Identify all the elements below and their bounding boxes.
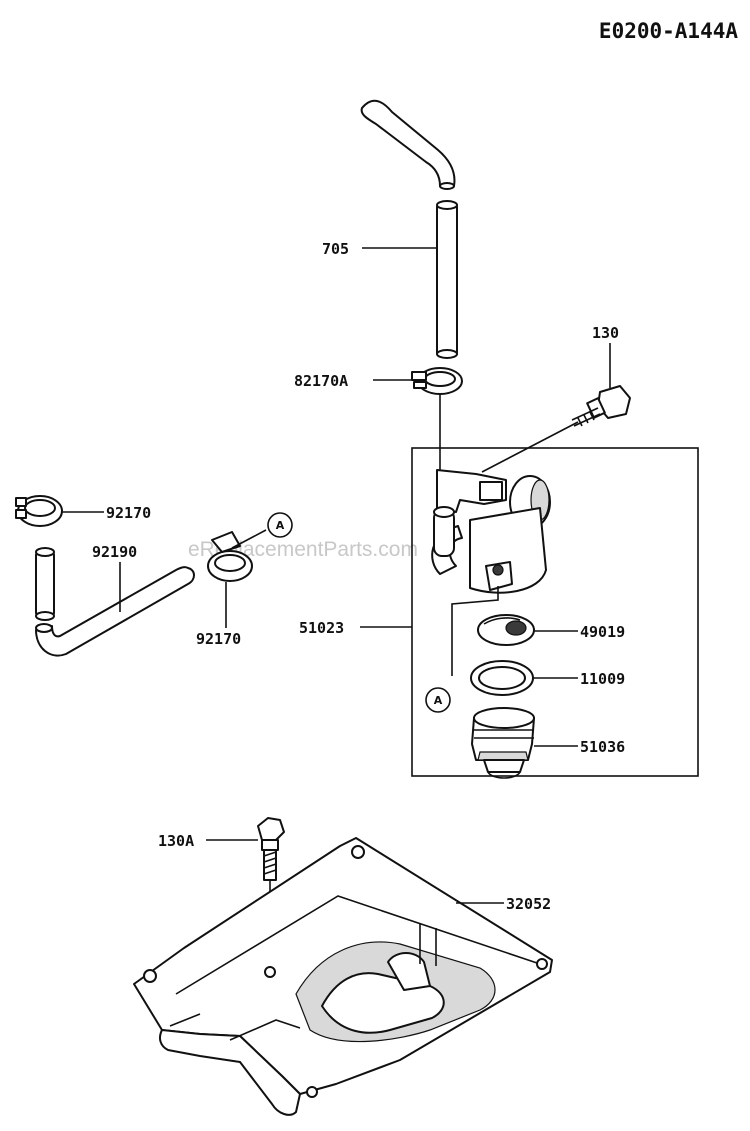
label-82170A[interactable]: 82170A	[294, 372, 348, 390]
base-plate-32052[interactable]	[133, 837, 553, 1116]
label-705[interactable]: 705	[322, 240, 349, 258]
label-92170-top[interactable]: 92170	[106, 504, 151, 522]
label-130[interactable]: 130	[592, 324, 619, 342]
filter-collar-49019[interactable]	[477, 614, 535, 646]
fuel-cock-body[interactable]	[431, 469, 551, 676]
label-51036[interactable]: 51036	[580, 738, 625, 756]
bolt-130[interactable]	[571, 385, 631, 427]
svg-text:A: A	[276, 519, 285, 532]
label-92170-center[interactable]: 92170	[196, 630, 241, 648]
clamp-92170-top[interactable]	[15, 495, 63, 527]
leader-130-to-bracket	[481, 421, 579, 473]
label-32052[interactable]: 32052	[506, 895, 551, 913]
reference-marker-a-filter: A	[425, 687, 451, 713]
reference-marker-a-clamp: A	[267, 512, 293, 538]
clamp-82170A[interactable]	[411, 367, 463, 470]
diagram-code: E0200-A144A	[599, 19, 738, 43]
clamp-92170-center[interactable]	[207, 531, 253, 582]
label-49019[interactable]: 49019	[580, 623, 625, 641]
fuel-hose-705[interactable]	[360, 99, 458, 359]
label-130A[interactable]: 130A	[158, 832, 194, 850]
svg-text:A: A	[434, 694, 443, 707]
label-11009[interactable]: 11009	[580, 670, 625, 688]
assembly-51023-box	[411, 447, 699, 777]
leader-clamp-to-a	[231, 529, 267, 549]
label-92190[interactable]: 92190	[92, 543, 137, 561]
label-51023[interactable]: 51023	[299, 619, 344, 637]
hose-92190[interactable]	[35, 547, 195, 657]
filter-cup-51036[interactable]	[471, 707, 535, 779]
o-ring-11009[interactable]	[470, 660, 534, 696]
